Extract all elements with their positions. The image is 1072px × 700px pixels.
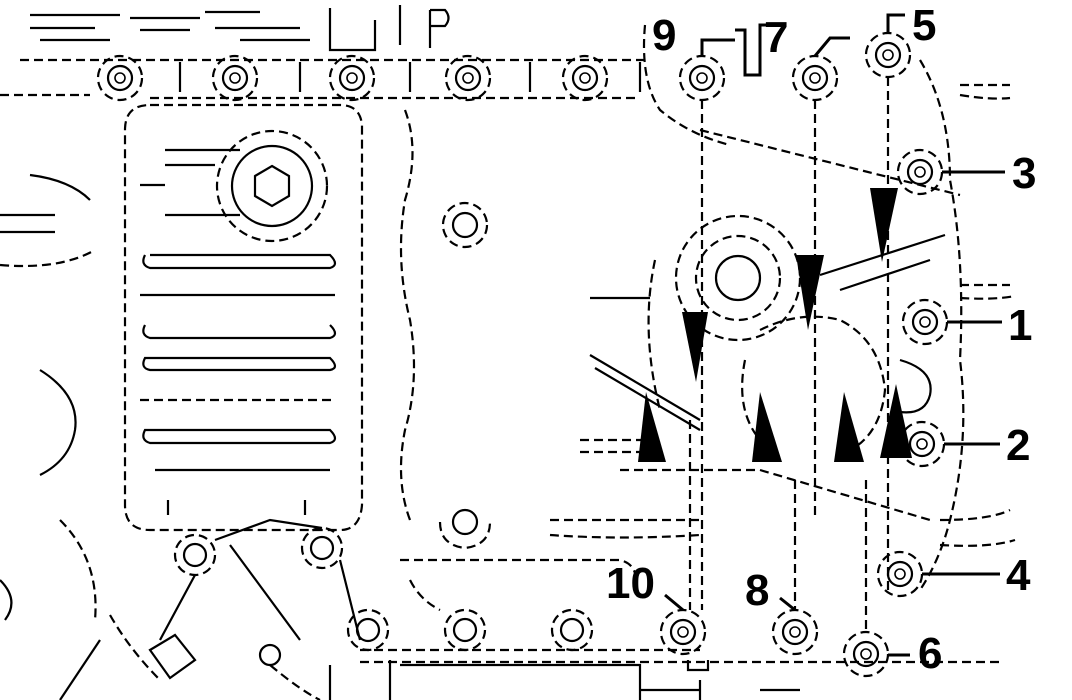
callout-labels: 1 2 3 4 5 6 7 8 9 10: [606, 1, 1036, 678]
callout-10: 10: [606, 559, 655, 608]
bolt: [96, 54, 144, 102]
numbered-bolt-6: [842, 630, 890, 678]
lower-flange-bolts: [346, 608, 594, 652]
arrow-marker: [752, 392, 782, 462]
callout-2: 2: [1006, 421, 1030, 470]
numbered-bolt-10: [659, 608, 707, 656]
numbered-bolt-9: [678, 54, 726, 102]
callout-3: 3: [1012, 149, 1036, 198]
numbered-bolt-8: [771, 608, 819, 656]
arrow-marker: [638, 392, 666, 462]
bolt: [443, 608, 487, 652]
callout-6: 6: [918, 629, 942, 678]
callout-5: 5: [912, 1, 936, 50]
callout-8: 8: [745, 566, 769, 615]
top-flange-bolts: [96, 54, 609, 102]
numbered-bolt-3: [896, 148, 944, 196]
bolt: [211, 54, 259, 102]
callout-1: 1: [1008, 301, 1032, 350]
numbered-bolt-4: [876, 550, 924, 598]
bolt: [346, 608, 390, 652]
arrow-marker: [682, 312, 708, 382]
housing-outline: [328, 24, 1016, 700]
callout-9: 9: [652, 11, 676, 60]
middle-bolt: [441, 201, 489, 249]
arrow-marker: [834, 392, 864, 462]
numbered-bolt-5: [864, 31, 912, 79]
oil-pan-outline: [123, 103, 416, 532]
callout-4: 4: [1006, 551, 1031, 600]
arrow-marker: [870, 188, 898, 262]
bolt: [550, 608, 594, 652]
bolt: [328, 54, 376, 102]
left-edge-linework: [0, 173, 97, 621]
lower-middle-bolt: [438, 508, 492, 550]
drain-plug: [215, 129, 329, 243]
upper-left-linework: [0, 5, 650, 100]
arrow-markers: [638, 188, 912, 462]
arrow-marker: [796, 255, 824, 330]
bolt: [444, 54, 492, 102]
bolt-centerlines: [688, 77, 890, 632]
numbered-bolt-1: [901, 298, 949, 346]
lower-left-bracket: [59, 518, 362, 700]
bolt: [561, 54, 609, 102]
numbered-bolt-7: [791, 54, 839, 102]
arrow-marker: [880, 384, 912, 458]
callout-7: 7: [764, 13, 788, 62]
callout-leaders: [664, 13, 1005, 657]
